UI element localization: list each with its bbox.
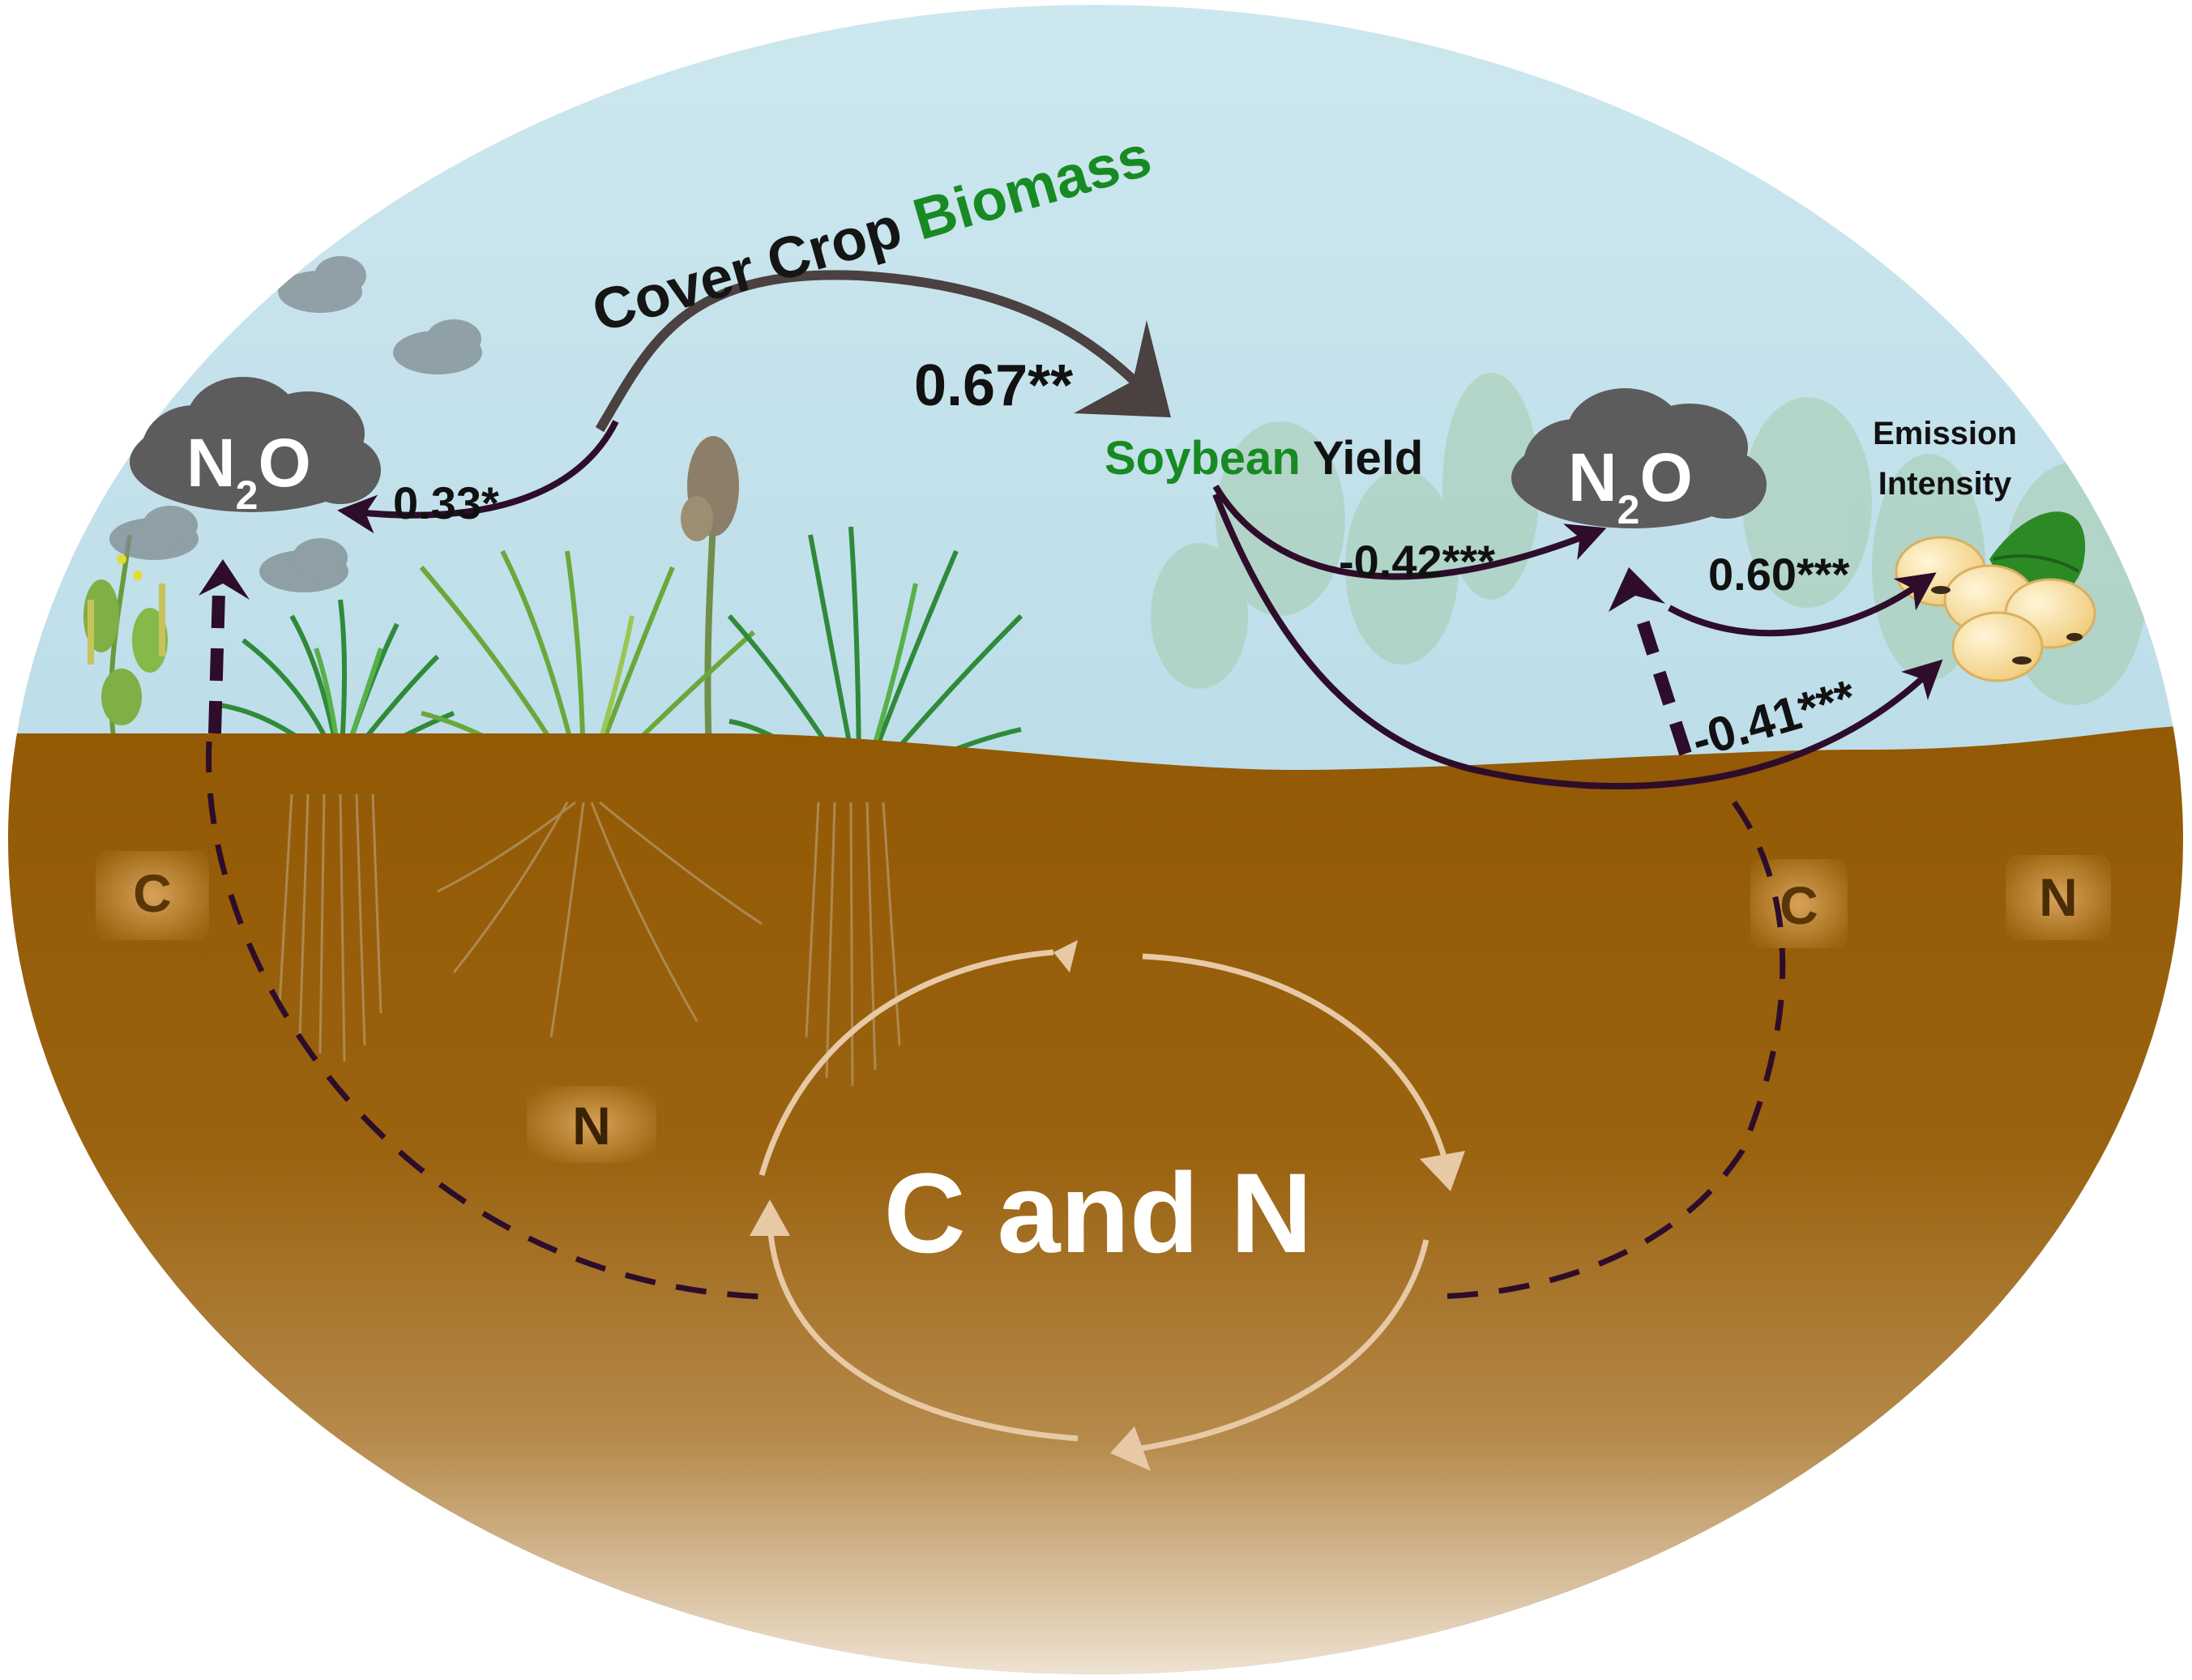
soybean-text: Soybean	[1105, 432, 1301, 485]
n2o-right-o: O	[1639, 439, 1692, 515]
n2o-right-label: N2O	[1568, 439, 1693, 532]
soil-n-right: N	[2039, 867, 2078, 927]
dashed-soil-to-n2o-left	[206, 741, 763, 1300]
n2o-cloud-right	[1511, 388, 1767, 528]
coef-n2o-to-intensity: 0.60***	[1708, 549, 1850, 600]
arrow-biomass-to-n2o	[337, 420, 619, 534]
small-plant-left	[83, 534, 168, 738]
n2o-right-n: N	[1568, 439, 1617, 515]
soil-box-n-left	[527, 1086, 656, 1163]
n2o-left-label: N2O	[186, 425, 311, 518]
cycle-arrow-top-left	[758, 949, 1054, 1176]
soil-c-right: C	[1780, 875, 1818, 935]
soybean-yield-label: Soybean Yield	[1105, 432, 1423, 485]
coef-yield-to-n2o: -0.42***	[1339, 536, 1495, 587]
intensity-text: Intensity	[1878, 466, 2012, 502]
cycle-arrow-top-right	[1142, 953, 1454, 1184]
yield-text: Yield	[1313, 432, 1423, 485]
coef-biomass-to-n2o: 0.33*	[393, 477, 499, 528]
soybean-icon	[1895, 511, 2096, 682]
n2o-left-sub: 2	[236, 472, 259, 518]
dashed-emission-left	[208, 591, 225, 734]
soil-box-n-right	[2006, 855, 2111, 940]
sorghum-plant	[681, 436, 739, 755]
roots	[278, 793, 901, 1087]
cn-cycle	[750, 940, 1465, 1471]
dashed-paths	[206, 591, 1786, 1300]
soil	[8, 725, 2183, 1674]
arrowhead-biomass-to-yield	[1074, 320, 1171, 417]
soil-n-left: N	[572, 1096, 611, 1156]
n2o-left-o: O	[258, 425, 310, 501]
soil-c-left: C	[133, 863, 172, 923]
coef-biomass-to-yield: 0.67**	[914, 353, 1073, 418]
n2o-right-sub: 2	[1617, 487, 1640, 532]
soil-box-c-left	[96, 851, 209, 940]
cycle-arrow-bottom-left	[767, 1223, 1079, 1442]
cycle-arrow-bottom-right	[1126, 1239, 1429, 1454]
n2o-cloud-left	[130, 377, 381, 512]
cycle-label: C and N	[884, 1149, 1313, 1276]
emission-text: Emission	[1873, 416, 2017, 451]
n2o-left-n: N	[186, 425, 236, 501]
arrow-biomass-to-yield	[595, 270, 1147, 433]
decor-clouds	[109, 256, 482, 592]
soil-box-c-right	[1750, 859, 1848, 948]
dashed-soil-to-n2o-right	[1425, 800, 1786, 1300]
arrow-yield-to-intensity	[1212, 493, 1943, 790]
arrowhead-emission-left	[199, 559, 250, 600]
arrowhead-emission-right	[1609, 567, 1665, 612]
arrow-n2o-to-intensity	[1668, 572, 1937, 637]
dashed-emission-right	[1634, 613, 1692, 756]
soil-nutrient-boxes	[96, 851, 2111, 1163]
arrow-yield-to-n2o	[1212, 484, 1607, 580]
